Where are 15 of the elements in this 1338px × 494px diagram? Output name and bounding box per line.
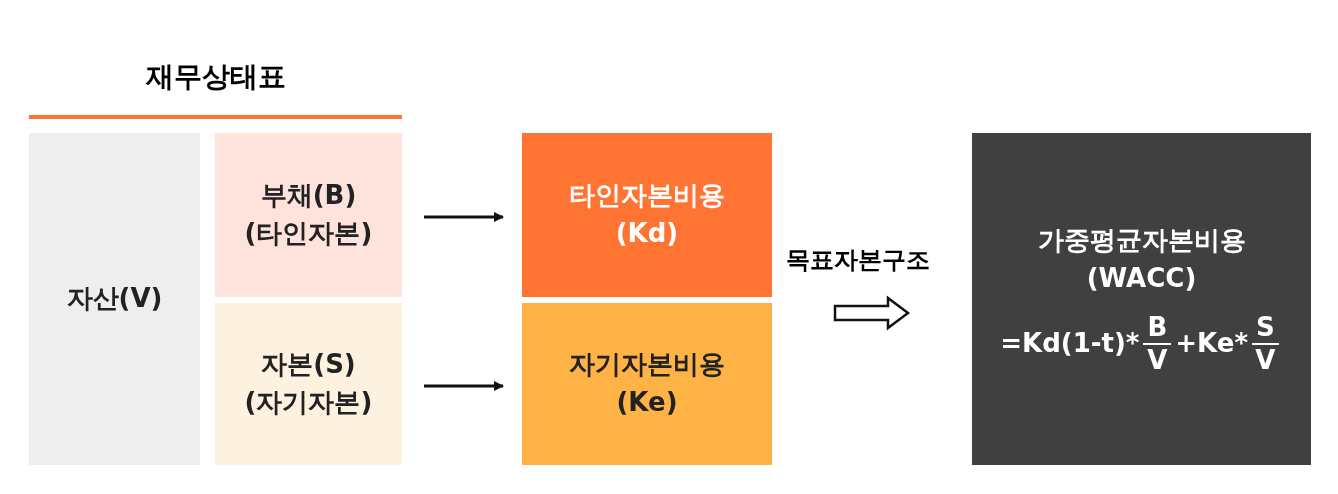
arrow xyxy=(424,212,504,222)
node-text: 타인자본비용 (Kd) xyxy=(568,179,726,250)
cost-box xyxy=(522,303,772,465)
equity-box xyxy=(215,303,402,465)
wacc-box xyxy=(972,133,1311,465)
diagram-title: 재무상태표 xyxy=(144,59,287,95)
node-text: 자본(S) (자기자본) xyxy=(243,348,374,419)
node-text: 자산(V) xyxy=(66,282,163,316)
node-text: 부채(B) (타인자본) xyxy=(243,179,374,250)
arrow xyxy=(424,381,504,391)
node-text: 가중평균자본비용 (WACC) xyxy=(1036,224,1247,295)
cost-box xyxy=(522,133,772,297)
hollow-arrow xyxy=(833,295,911,331)
node-text: 자기자본비용 (Ke) xyxy=(568,348,726,419)
liability-box xyxy=(215,133,402,297)
